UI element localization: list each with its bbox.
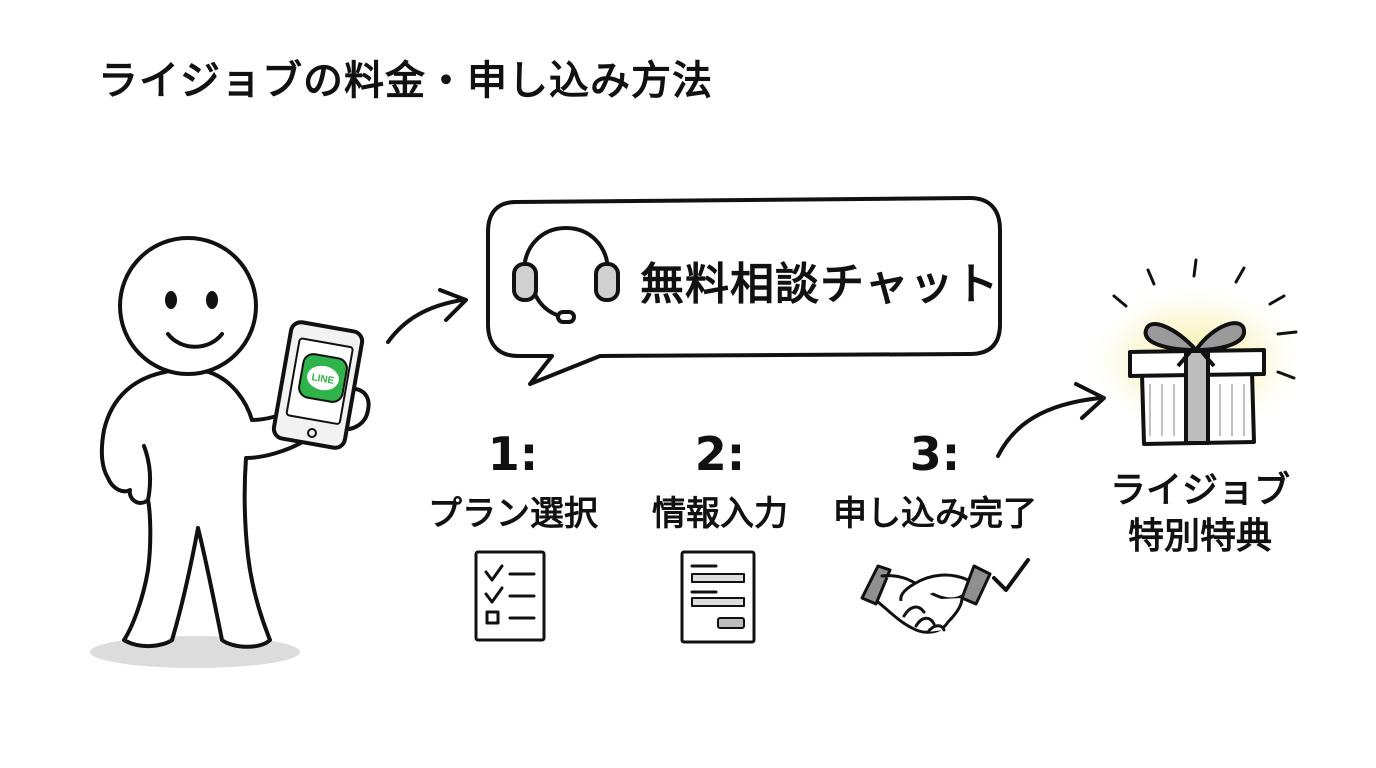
gift-box-icon: [1084, 258, 1308, 446]
step-plan-selection: 1: プラン選択: [393, 428, 633, 534]
step-label: プラン選択: [428, 494, 598, 534]
arrow-to-chat: [386, 288, 468, 344]
person-head: [118, 236, 258, 376]
step-info-input: 2: 情報入力: [600, 428, 840, 534]
step-application-complete: 3: 申し込み完了: [815, 428, 1055, 534]
step-number: 2:: [694, 427, 746, 481]
checkmark-icon: [992, 558, 1030, 592]
bonus-line-1: ライジョブ: [1109, 470, 1290, 511]
step-number: 3:: [909, 427, 961, 481]
form-icon: [680, 550, 756, 644]
bonus-label: ライジョブ 特別特典: [1090, 468, 1310, 560]
handshake-icon: [860, 564, 992, 634]
line-app-label: LINE: [311, 372, 336, 387]
step-label: 申し込み完了: [833, 494, 1037, 534]
chat-label: 無料相談チャット: [640, 259, 1000, 310]
headset-icon: [512, 226, 620, 324]
smile: [166, 332, 224, 349]
person-figure: [90, 236, 371, 668]
bonus-line-2: 特別特典: [1127, 516, 1272, 557]
step-label: 情報入力: [652, 494, 788, 534]
chat-bubble: [486, 196, 1002, 386]
smartphone: LINE: [271, 320, 365, 450]
right-eye: [206, 291, 218, 309]
left-eye: [165, 291, 177, 309]
checklist-icon: [474, 550, 546, 642]
page-title: ライジョブの料金・申し込み方法: [98, 58, 713, 104]
step-number: 1:: [487, 427, 539, 481]
